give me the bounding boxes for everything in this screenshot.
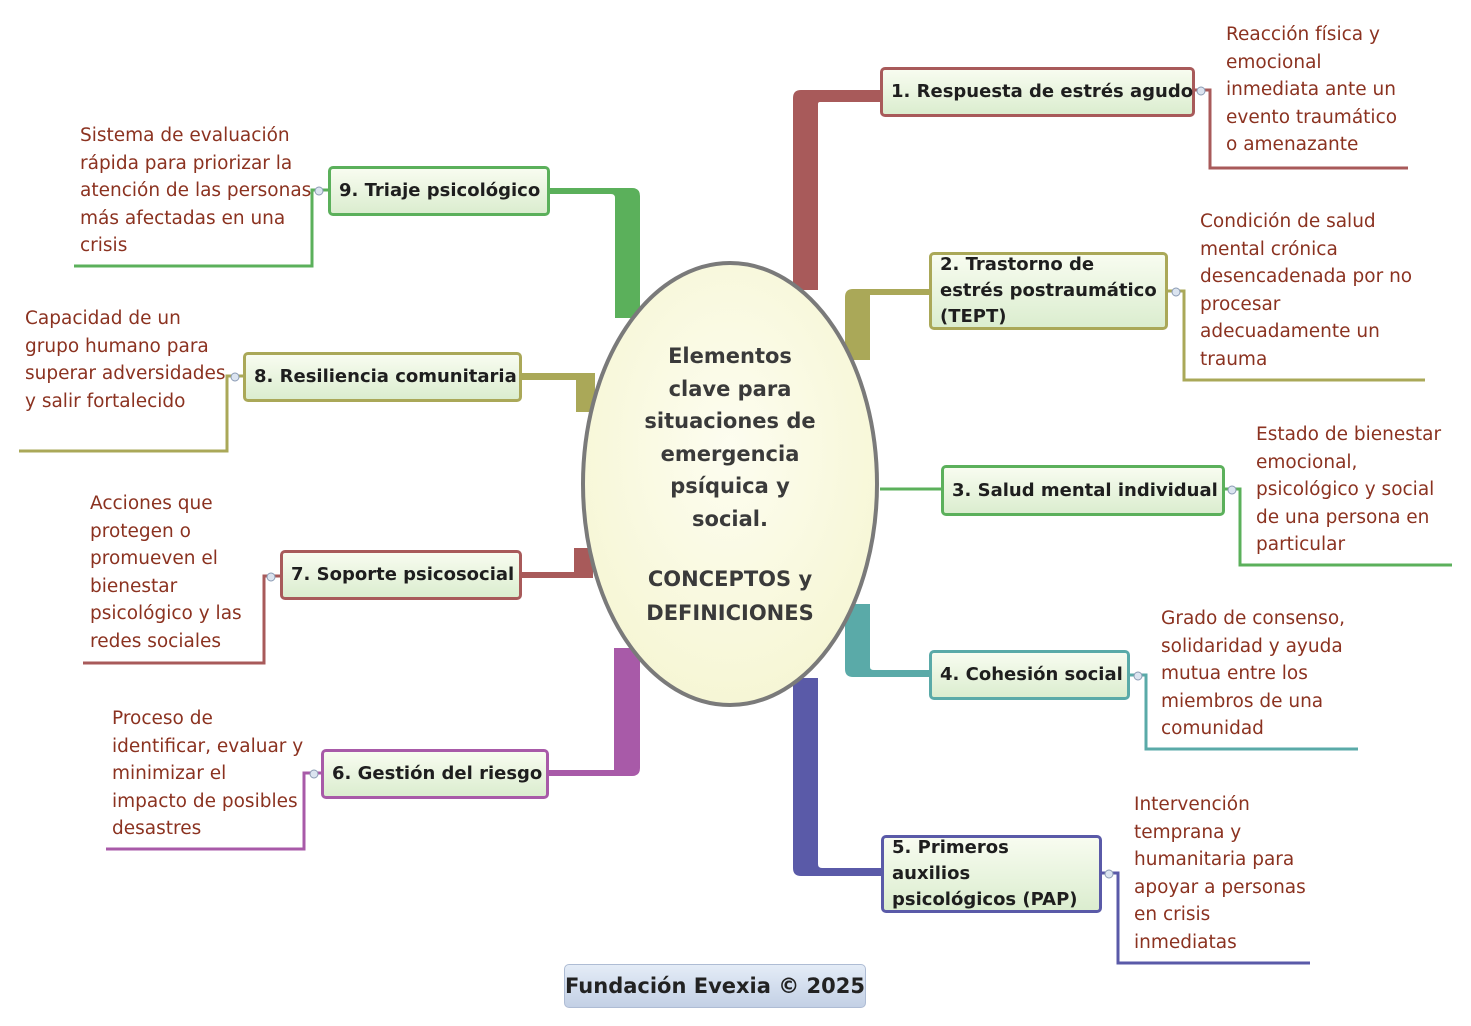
topic-node-4[interactable]: 4. Cohesión social <box>929 650 1130 700</box>
topic-label-6: 6. Gestión del riesgo <box>332 763 543 784</box>
topic-node-8[interactable]: 8. Resiliencia comunitaria <box>243 352 522 402</box>
topic-label-1: 1. Respuesta de estrés agudo <box>891 81 1194 102</box>
topic-label-3: 3. Salud mental individual <box>952 479 1218 501</box>
central-topic-subtitle: CONCEPTOS y DEFINICIONES <box>646 567 814 625</box>
description-8: Capacidad de un grupo humano para supera… <box>25 308 226 412</box>
description-6: Proceso de identificar, evaluar y minimi… <box>112 708 304 839</box>
topic-label-2: 2. Trastorno de estrés postraumático (TE… <box>940 254 1157 327</box>
topic-label-5: 5. Primeros auxilios psicológicos (PAP) <box>892 837 1078 910</box>
topic-label-4: 4. Cohesión social <box>940 664 1123 685</box>
branch-2-connector <box>845 287 1425 382</box>
description-5: Intervención temprana y humanitaria para… <box>1134 794 1306 953</box>
topic-node-3[interactable]: 3. Salud mental individual <box>941 465 1225 516</box>
topic-label-9: 9. Triaje psicológico <box>339 180 541 201</box>
description-3: Estado de bienestar emocional, psicológi… <box>1256 424 1442 555</box>
branch-5-connector <box>793 678 1310 965</box>
description-9: Sistema de evaluación rápida para priori… <box>80 125 312 256</box>
branch-9-connector <box>74 186 640 318</box>
topic-node-9[interactable]: 9. Triaje psicológico <box>328 166 550 216</box>
description-4: Grado de consenso, solidaridad y ayuda m… <box>1161 608 1346 739</box>
branch-4-connector <box>845 604 1358 751</box>
branch-1-connector <box>793 86 1408 290</box>
description-7: Acciones que protegen o promueven el bie… <box>90 493 242 652</box>
description-1: Reacción física y emocional inmediata an… <box>1226 24 1398 155</box>
topic-node-1[interactable]: 1. Respuesta de estrés agudo <box>880 67 1195 117</box>
topic-label-8: 8. Resiliencia comunitaria <box>254 366 517 387</box>
topic-label-7: 7. Soporte psicosocial <box>291 564 515 585</box>
central-topic-title[interactable]: Elementos clave para situaciones de emer… <box>644 344 816 531</box>
topic-node-5[interactable]: 5. Primeros auxilios psicológicos (PAP) <box>881 835 1102 913</box>
branch-3-connector <box>880 485 1452 567</box>
topic-node-2[interactable]: 2. Trastorno de estrés postraumático (TE… <box>929 252 1168 330</box>
branch-8-connector <box>19 372 595 453</box>
branch-6-connector <box>106 648 640 851</box>
central-topic-ellipse <box>581 261 879 707</box>
branch-7-connector <box>83 548 593 665</box>
footer-credit: Fundación Evexia © 2025 <box>564 964 866 1008</box>
topic-node-7[interactable]: 7. Soporte psicosocial <box>280 550 522 600</box>
description-2: Condición de salud mental crónica desenc… <box>1200 211 1413 370</box>
topic-node-6[interactable]: 6. Gestión del riesgo <box>321 749 549 799</box>
